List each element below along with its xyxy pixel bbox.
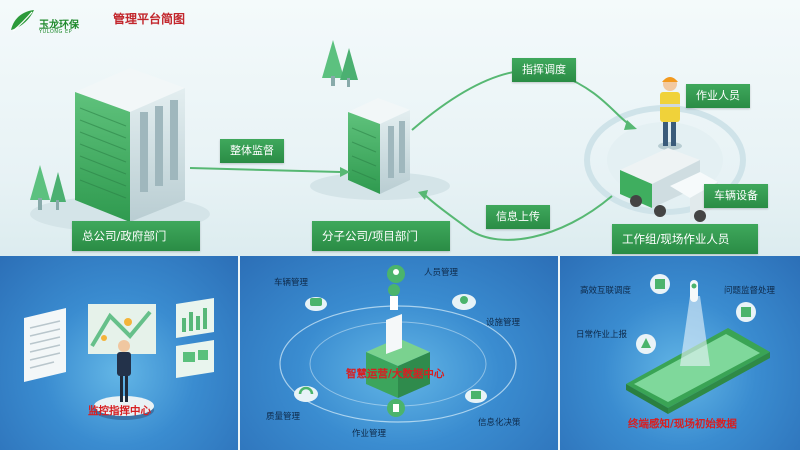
issue-icon [736, 302, 756, 322]
node-label-vehicle: 车辆管理 [274, 278, 309, 288]
terminal-illustration [626, 274, 770, 414]
document-icon [24, 308, 66, 382]
smartphone-icon [626, 328, 770, 414]
vehicle-node-icon [305, 297, 327, 311]
rocket-beam [680, 296, 710, 366]
operation-node-icon [387, 399, 405, 417]
flow-arrowhead [340, 167, 350, 177]
node-label-daily: 日常作业上报 [576, 330, 628, 340]
map-screen-icon [88, 304, 156, 354]
vehicle-label: 车辆设备 [704, 184, 768, 208]
flow-arrow-upload [424, 194, 613, 241]
node-label-personnel: 人员管理 [424, 268, 459, 278]
company-logo: 玉龙环保 YULONG EP [8, 7, 88, 35]
terminal-panel: 高效互联调度 问题监督处理 日常作业上报 终端感知/现场初始数据 [560, 256, 800, 450]
hq-label: 总公司/政府部门 [72, 221, 200, 251]
facility-node-icon [452, 294, 476, 310]
monitor-platform [94, 396, 154, 416]
hq-building [75, 68, 185, 222]
node-label-interconnect: 高效互联调度 [580, 286, 632, 296]
rocket-icon [690, 280, 698, 302]
node-label-quality: 质量管理 [266, 412, 301, 422]
field-label: 工作组/现场作业人员 [612, 224, 758, 254]
bigdata-panel: 车辆管理 人员管理 设施管理 信息化决策 作业管理 质量管理 智慧运营/大数据中… [240, 256, 558, 450]
node-label-facility: 设施管理 [486, 318, 521, 328]
monitor-panel: 监控指挥中心 [0, 256, 238, 450]
page-title: 管理平台简图 [113, 12, 186, 26]
node-label-operation: 作业管理 [352, 429, 387, 439]
logo-subtext: YULONG EP [39, 29, 73, 35]
monitor-illustration [24, 298, 214, 420]
flow-label-overall: 整体监督 [220, 139, 284, 163]
data-center-box-icon [366, 284, 430, 398]
leaf-logo-icon [11, 10, 34, 32]
flow-label-upload: 信息上传 [486, 205, 550, 229]
bigdata-illustration [279, 265, 517, 423]
bigdata-panel-title: 智慧运营/大数据中心 [346, 368, 445, 380]
daily-report-icon [636, 334, 656, 354]
interconnect-icon [650, 274, 670, 294]
node-label-issue: 问题监督处理 [724, 286, 776, 296]
flow-arrowhead [624, 120, 637, 130]
node-label-decision: 信息化决策 [478, 418, 521, 428]
flow-arrow-overall [189, 167, 341, 173]
branch-building [348, 98, 410, 194]
branch-label: 分子公司/项目部门 [312, 221, 450, 251]
top-overview-section: 玉龙环保 YULONG EP 管理平台简图 总公司/政府部门 分子公司/项目部门… [0, 0, 800, 256]
logo-text: 玉龙环保 [39, 20, 79, 31]
decision-node-icon [465, 389, 487, 403]
tree-icon [30, 165, 66, 210]
flow-arrowhead [418, 190, 428, 200]
flow-label-dispatch: 指挥调度 [512, 58, 576, 82]
overview-illustration [30, 40, 746, 241]
personnel-node-icon [387, 265, 405, 283]
monitor-panel-title: 监控指挥中心 [88, 405, 151, 417]
terminal-panel-title: 终端感知/现场初始数据 [628, 418, 737, 430]
worker-figure [658, 77, 682, 150]
quality-node-icon [294, 386, 318, 402]
garbage-truck [620, 148, 718, 222]
person-figure [117, 340, 131, 402]
worker-label: 作业人员 [686, 84, 750, 108]
chart-screen-icon [176, 298, 214, 378]
tree-icon [322, 40, 358, 87]
